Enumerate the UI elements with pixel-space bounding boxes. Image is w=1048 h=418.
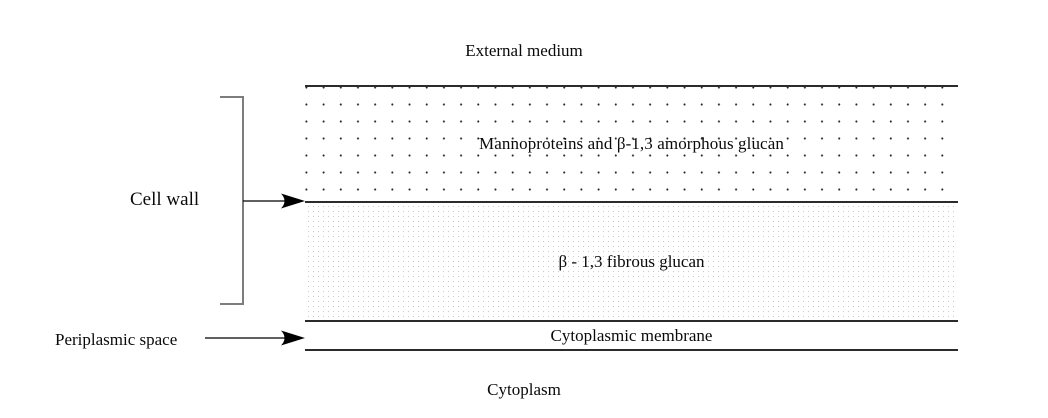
cell-wall-label: Cell wall	[130, 189, 200, 210]
periplasmic-space-label: Periplasmic space	[55, 330, 178, 349]
fibrous-glucan-layer: β - 1,3 fibrous glucan	[305, 203, 958, 322]
wall-layer-stack: Mannoproteins and β-1,3 amorphous glucan…	[305, 85, 958, 351]
external-medium-label: External medium	[465, 41, 583, 60]
cytoplasmic-membrane-layer: Cytoplasmic membrane	[305, 322, 958, 351]
cell-wall-bracket-icon	[220, 96, 244, 305]
periplasmic-space-arrow-icon	[205, 330, 305, 346]
amorphous-glucan-layer: Mannoproteins and β-1,3 amorphous glucan	[305, 85, 958, 203]
fibrous-glucan-caption: β - 1,3 fibrous glucan	[558, 251, 705, 271]
amorphous-glucan-caption: Mannoproteins and β-1,3 amorphous glucan	[479, 134, 784, 153]
cell-wall-arrow-icon	[243, 193, 305, 209]
cytoplasmic-membrane-caption: Cytoplasmic membrane	[550, 325, 713, 345]
cytoplasm-label: Cytoplasm	[487, 380, 561, 399]
